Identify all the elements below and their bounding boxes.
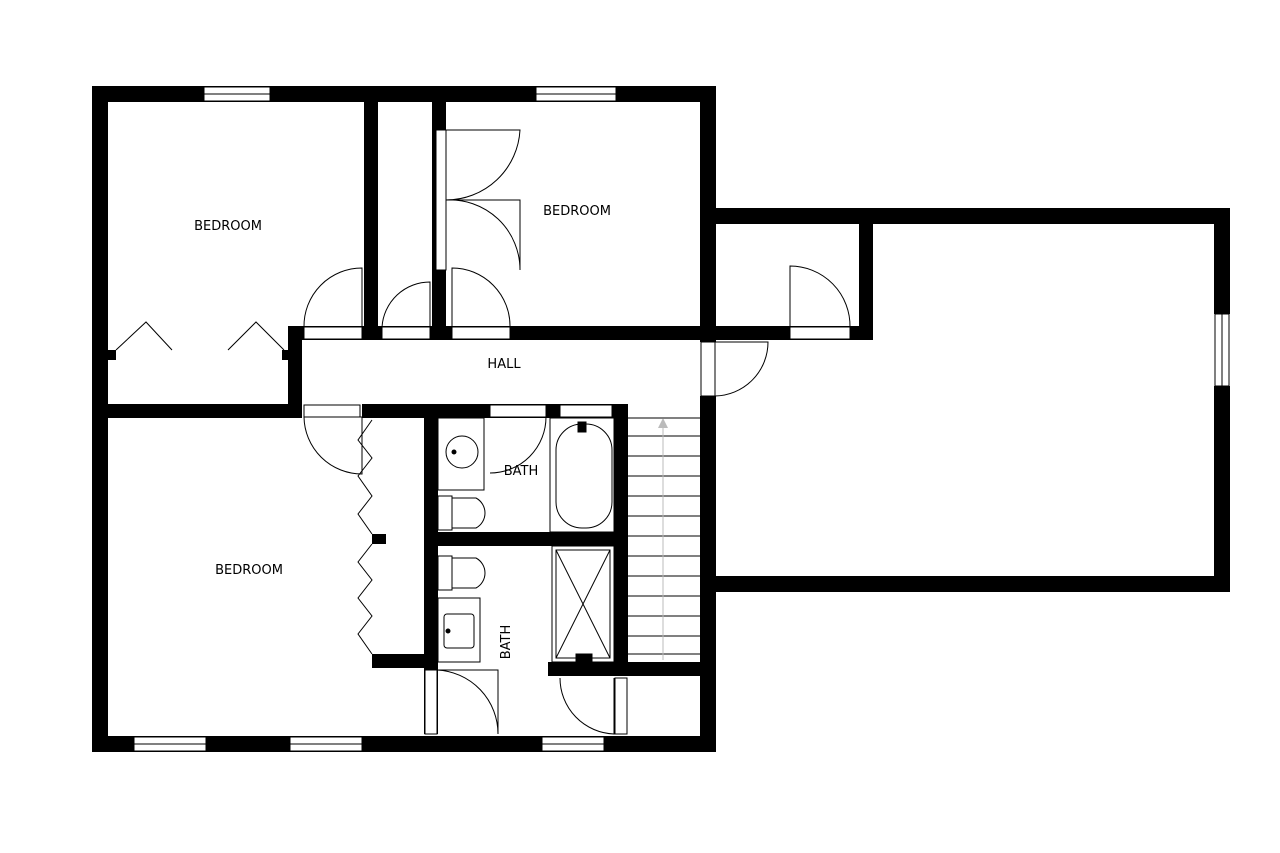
door-swings bbox=[115, 129, 851, 735]
room-labels: BEDROOM BEDROOM BEDROOM HALL BATH BATH bbox=[194, 204, 611, 659]
label-bedroom-n: BEDROOM bbox=[543, 204, 611, 219]
door-openings bbox=[303, 129, 851, 735]
annex-wall-south bbox=[710, 576, 1230, 592]
wall-bath-west bbox=[424, 404, 438, 734]
label-bath-upper: BATH bbox=[504, 464, 539, 479]
closet-jamb-w bbox=[100, 350, 116, 360]
shower-valve-icon bbox=[575, 653, 593, 663]
fixtures bbox=[437, 417, 615, 663]
label-bath-lower: BATH bbox=[499, 625, 514, 660]
sink-upper-icon bbox=[445, 435, 479, 469]
label-bedroom-nw: BEDROOM bbox=[194, 219, 262, 234]
label-bedroom-sw: BEDROOM bbox=[215, 563, 283, 578]
toilet-tank-upper bbox=[437, 495, 453, 531]
staircase bbox=[628, 417, 700, 660]
sink-lower-icon bbox=[443, 613, 475, 649]
label-hall: HALL bbox=[487, 357, 521, 372]
walls bbox=[92, 86, 1230, 752]
stair-arrow-icon bbox=[658, 418, 668, 428]
bathtub-icon bbox=[555, 423, 613, 529]
wall-bath-divide bbox=[438, 532, 628, 546]
toilet-upper-icon bbox=[451, 497, 486, 529]
door-bedroom-nw bbox=[303, 267, 363, 328]
windows bbox=[133, 86, 1230, 752]
annex-wall-north bbox=[700, 208, 1230, 224]
wall-west bbox=[92, 86, 108, 752]
toilet-tank-lower bbox=[437, 555, 453, 591]
wall-stair-south bbox=[548, 662, 716, 676]
wall-bedroom-divide bbox=[92, 404, 302, 418]
wall-closet-west bbox=[364, 86, 378, 340]
wall-hall-west bbox=[288, 326, 302, 418]
annex-wall-east-a bbox=[1214, 208, 1230, 314]
wall-east-lower bbox=[700, 396, 716, 752]
closet-jamb-e bbox=[282, 350, 294, 360]
closet-stub bbox=[372, 534, 386, 544]
toilet-lower-icon bbox=[451, 557, 486, 589]
annex-closet-wall bbox=[859, 208, 873, 340]
wall-north bbox=[92, 86, 716, 102]
annex-wall-east-b bbox=[1214, 386, 1230, 592]
wall-closet-south bbox=[372, 654, 438, 668]
